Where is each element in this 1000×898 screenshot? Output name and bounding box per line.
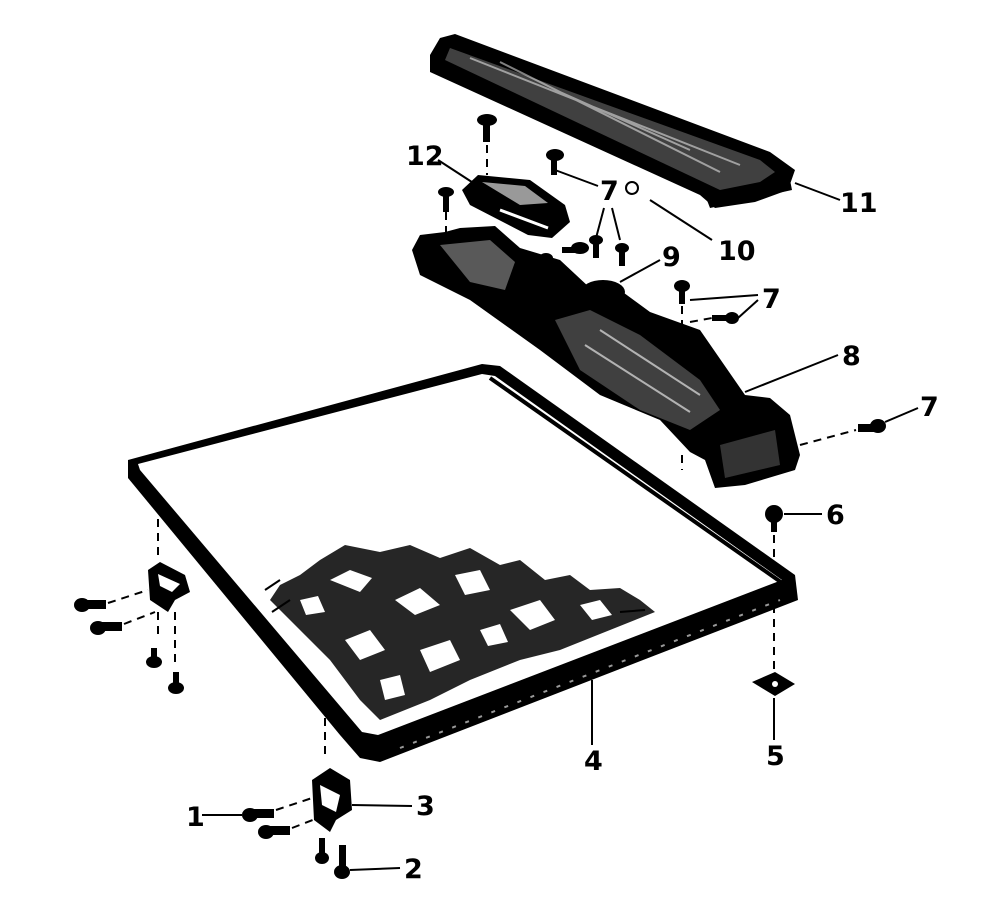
callout-1: 1 (186, 802, 205, 833)
screw (589, 235, 603, 258)
leader-lines (202, 159, 919, 871)
callout-2: 2 (404, 854, 423, 885)
console-housing (412, 226, 800, 488)
hinge-upper (74, 505, 190, 694)
top-panel (128, 364, 798, 762)
callout-labels: 1 2 3 4 5 6 7 7 7 8 9 10 11 12 (186, 141, 939, 885)
callout-5: 5 (766, 741, 785, 772)
speed-clip (752, 672, 795, 696)
callout-8: 8 (842, 341, 861, 372)
screw (315, 838, 329, 864)
screw (562, 242, 589, 254)
panel-texture (264, 545, 655, 720)
console-top-cover (430, 34, 795, 208)
control-knob (581, 280, 625, 314)
screw (438, 187, 454, 212)
screw (858, 419, 886, 433)
screw (477, 114, 497, 142)
screw (74, 598, 106, 612)
screw (258, 825, 290, 839)
callout-7-right: 7 (920, 392, 939, 423)
callout-7-top: 7 (600, 176, 619, 207)
screw (615, 243, 629, 266)
callout-9: 9 (662, 242, 681, 273)
hinge-lower (242, 690, 352, 879)
callout-6: 6 (826, 500, 845, 531)
screw (90, 621, 122, 635)
switch-bracket (462, 175, 570, 238)
screw (334, 845, 350, 879)
right-fastener (752, 505, 795, 696)
screw-group-7 (438, 114, 886, 470)
callout-4: 4 (584, 746, 603, 777)
screw (546, 149, 564, 175)
screw (168, 672, 184, 694)
callout-12: 12 (406, 141, 444, 172)
callout-11: 11 (840, 188, 878, 219)
screw (674, 280, 690, 304)
callout-10: 10 (718, 236, 756, 267)
screw (712, 312, 739, 324)
screw (146, 648, 162, 668)
screw (242, 808, 274, 822)
callout-3: 3 (416, 791, 435, 822)
screw (765, 505, 783, 532)
screw (539, 253, 553, 274)
callout-7-middle: 7 (762, 284, 781, 315)
cover-screw (625, 181, 639, 195)
